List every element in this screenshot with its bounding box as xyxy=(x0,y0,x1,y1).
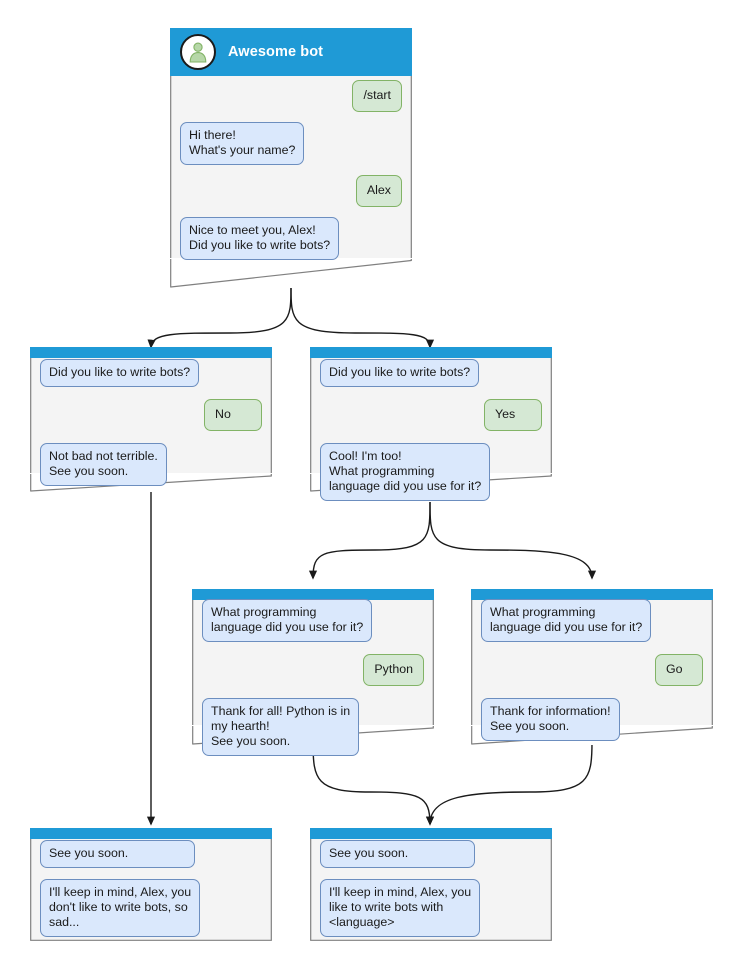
message-bubble-bot: See you soon. xyxy=(40,840,195,868)
card-root[interactable]: Awesome bot /start Hi there! What's your… xyxy=(170,28,412,288)
card-go-branch[interactable]: What programming language did you use fo… xyxy=(471,589,713,745)
message-bubble-bot: Did you like to write bots? xyxy=(320,359,480,387)
message-bubble-user: Python xyxy=(363,654,424,686)
message-bubble-bot: What programming language did you use fo… xyxy=(202,599,373,642)
card-root-header: Awesome bot xyxy=(170,28,412,76)
edge-yes-to-python xyxy=(308,501,431,580)
message-bubble-bot: Not bad not terrible. See you soon. xyxy=(40,443,167,486)
message-bubble-bot: Thank for all! Python is in my hearth! S… xyxy=(202,698,360,756)
card-root-bottom-slant xyxy=(170,258,412,288)
card-go-branch-header xyxy=(471,589,713,600)
card-root-title: Awesome bot xyxy=(228,44,324,60)
message-bubble-bot: Thank for information! See you soon. xyxy=(481,698,620,741)
message-bubble-bot: What programming language did you use fo… xyxy=(481,599,652,642)
card-end-happy-header xyxy=(310,828,552,839)
card-no-branch-header xyxy=(30,347,272,358)
message-bubble-bot: Nice to meet you, Alex! Did you like to … xyxy=(180,217,340,260)
card-python-branch-inner: What programming language did you use fo… xyxy=(192,589,434,756)
card-no-branch[interactable]: Did you like to write bots? No Not bad n… xyxy=(30,347,272,492)
card-python-branch-messages: What programming language did you use fo… xyxy=(192,599,434,756)
card-end-happy[interactable]: See you soon. I'll keep in mind, Alex, y… xyxy=(310,828,552,941)
card-end-happy-inner: See you soon. I'll keep in mind, Alex, y… xyxy=(310,828,552,941)
message-bubble-bot: Cool! I'm too! What programming language… xyxy=(320,443,491,501)
card-yes-branch-messages: Did you like to write bots? Yes Cool! I'… xyxy=(310,359,552,501)
card-yes-branch-header xyxy=(310,347,552,358)
card-no-branch-inner: Did you like to write bots? No Not bad n… xyxy=(30,347,272,492)
message-bubble-bot: See you soon. xyxy=(320,840,475,868)
edge-root-to-yes xyxy=(290,286,435,349)
person-avatar-icon xyxy=(180,34,216,70)
message-bubble-bot: I'll keep in mind, Alex, you don't like … xyxy=(40,879,201,937)
message-bubble-bot: I'll keep in mind, Alex, you like to wri… xyxy=(320,879,481,937)
card-end-sad-header xyxy=(30,828,272,839)
message-bubble-bot: Did you like to write bots? xyxy=(40,359,200,387)
card-root-inner: Awesome bot /start Hi there! What's your… xyxy=(170,28,412,288)
message-bubble-user: Go xyxy=(655,654,703,686)
message-bubble-user: No xyxy=(204,399,262,431)
edge-root-to-no xyxy=(147,286,292,349)
card-go-branch-inner: What programming language did you use fo… xyxy=(471,589,713,745)
message-bubble-user: /start xyxy=(352,80,402,112)
card-python-branch[interactable]: What programming language did you use fo… xyxy=(192,589,434,756)
message-bubble-user: Yes xyxy=(484,399,542,431)
card-end-sad[interactable]: See you soon. I'll keep in mind, Alex, y… xyxy=(30,828,272,941)
card-yes-branch-inner: Did you like to write bots? Yes Cool! I'… xyxy=(310,347,552,501)
card-end-sad-messages: See you soon. I'll keep in mind, Alex, y… xyxy=(30,840,272,937)
message-bubble-bot: Hi there! What's your name? xyxy=(180,122,305,165)
card-root-messages: /start Hi there! What's your name? Alex … xyxy=(170,80,412,260)
edge-yes-to-go xyxy=(429,501,597,580)
card-yes-branch[interactable]: Did you like to write bots? Yes Cool! I'… xyxy=(310,347,552,501)
message-bubble-user: Alex xyxy=(355,175,402,207)
card-go-branch-messages: What programming language did you use fo… xyxy=(471,599,713,741)
card-end-happy-messages: See you soon. I'll keep in mind, Alex, y… xyxy=(310,840,552,937)
edge-go-to-end-happy xyxy=(425,741,593,826)
card-python-branch-header xyxy=(192,589,434,600)
card-no-branch-messages: Did you like to write bots? No Not bad n… xyxy=(30,359,272,486)
card-end-sad-inner: See you soon. I'll keep in mind, Alex, y… xyxy=(30,828,272,941)
